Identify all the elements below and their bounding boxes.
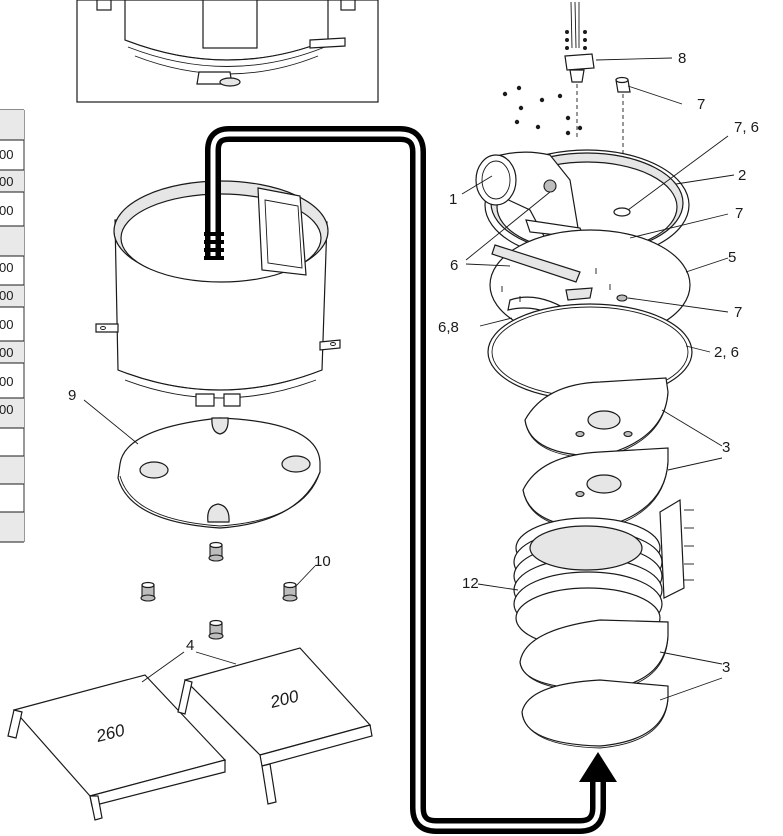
callout-10: 10 xyxy=(314,553,331,570)
table-cell: 00 xyxy=(0,288,13,303)
callout-12: 12 xyxy=(462,575,479,592)
deflector-disc-1 xyxy=(524,377,669,459)
table-cell: 00 xyxy=(0,174,13,189)
callout-6-8: 6,8 xyxy=(438,319,459,336)
callouts: 8 7 7, 6 2 7 5 7 2, 6 3 3 3 1 6 6,8 12 9… xyxy=(68,50,759,676)
table-cell: 00 xyxy=(0,402,13,417)
callout-7-6: 7, 6 xyxy=(734,119,759,136)
table-cell: 00 xyxy=(0,260,13,275)
lid-assembly xyxy=(475,149,690,261)
callout-2: 2 xyxy=(738,167,746,184)
shell-bracket-right xyxy=(319,339,341,351)
table-cell: 00 xyxy=(0,317,13,332)
sensor-assembly xyxy=(564,1,595,140)
callout-7: 7 xyxy=(734,304,742,321)
shell-bracket-left xyxy=(95,323,119,333)
assembly-flow-arrow xyxy=(204,126,617,834)
leader-lines xyxy=(83,57,735,701)
stand-plate-260: 260 xyxy=(7,674,227,821)
deflector-disc-4 xyxy=(521,679,669,749)
callout-6: 6 xyxy=(450,257,458,274)
callout-7: 7 xyxy=(697,96,705,113)
callout-5: 5 xyxy=(728,249,736,266)
heating-coil xyxy=(513,498,694,649)
callout-8: 8 xyxy=(678,50,686,67)
callout-2-6: 2, 6 xyxy=(714,344,739,361)
table-cell: 00 xyxy=(0,147,13,162)
callout-9: 9 xyxy=(68,387,76,404)
callout-1: 1 xyxy=(449,191,457,208)
foot-1 xyxy=(208,541,224,562)
foot-2 xyxy=(140,581,156,602)
callout-3: 3 xyxy=(722,439,730,456)
base-plate xyxy=(117,417,321,529)
table-cell: 00 xyxy=(0,203,13,218)
stand-plate-200: 200 xyxy=(177,647,373,805)
deflector-disc-2 xyxy=(522,447,669,531)
fitting-7-top xyxy=(615,76,631,210)
table-cell: 00 xyxy=(0,374,13,389)
table-cell: 00 xyxy=(0,345,13,360)
tank-inset xyxy=(76,0,379,103)
callout-7: 7 xyxy=(735,205,743,222)
callout-3: 3 xyxy=(722,659,730,676)
screws-scatter xyxy=(502,85,583,136)
foot-3 xyxy=(282,581,298,602)
parts-table: 00 00 00 00 00 00 00 00 00 xyxy=(0,109,25,543)
foot-4 xyxy=(208,619,224,640)
leveling-feet xyxy=(140,541,298,640)
callout-4: 4 xyxy=(186,637,194,654)
shell-bracket-bottom xyxy=(195,393,241,407)
